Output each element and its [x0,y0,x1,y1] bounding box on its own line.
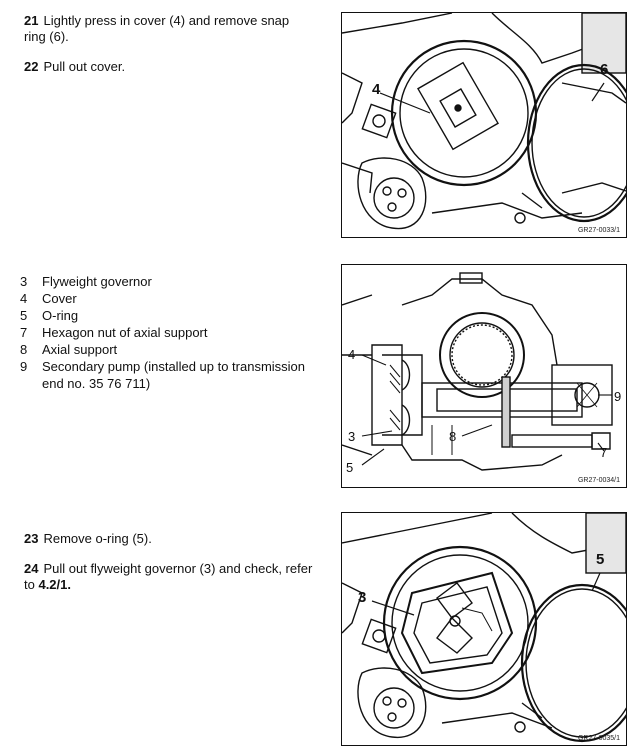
legend-list: 3 Flyweight governor 4 Cover 5 O-ring 7 Hexa… [20,273,320,392]
callout-7: 7 [600,445,608,460]
step-number: 21 [24,13,39,28]
legend-text: Secondary pump (installed up to transmis… [42,359,306,391]
step-reference: 4.2/1. [38,577,71,592]
figure-3-illustration [342,513,626,743]
callout-3: 3 [348,429,356,444]
callout-4: 4 [348,347,356,362]
callout-6: 6 [600,61,609,78]
step-text: Pull out flyweight governor (3) and chec… [24,561,313,592]
step-number: 22 [24,59,39,74]
legend-item: 8 Axial support [20,341,320,358]
step-number: 23 [24,531,39,546]
figure-1-illustration [342,13,626,230]
legend-text: Flyweight governor [42,274,152,289]
legend-item: 9 Secondary pump (installed up to transmi… [20,358,320,392]
legend-text: Axial support [42,342,118,357]
figure-remove-governor: 3 5 GR27-0035/1 [341,512,627,746]
legend-key: 3 [20,274,28,289]
figure-2-illustration [342,272,613,471]
step-text: Lightly press in cover (4) and remove sn… [24,13,290,44]
legend-item: 7 Hexagon nut of axial support [20,324,320,341]
legend-key: 5 [20,308,28,323]
legend-key: 8 [20,342,28,357]
step-text: Remove o-ring (5). [43,531,152,546]
callout-9: 9 [614,389,622,404]
figure-governor-section: 4 3 5 8 9 7 GR27-0034/1 [341,264,627,488]
callout-8: 8 [449,429,457,444]
step-22: 22 Pull out cover. [24,59,314,75]
legend-item: 5 O-ring [20,307,320,324]
figure-code: GR27-0035/1 [577,735,620,742]
legend-text: Hexagon nut of axial support [42,325,208,340]
legend-item: 4 Cover [20,290,320,307]
legend-item: 3 Flyweight governor [20,273,320,290]
callout-5: 5 [346,460,354,475]
step-text: Pull out cover. [43,59,126,74]
legend-key: 9 [20,359,28,374]
legend-key: 4 [20,291,28,306]
figure-cover-snap-ring: 4 6 GR27-0033/1 [341,12,627,238]
callout-4: 4 [372,81,381,98]
callout-3: 3 [358,589,367,606]
figure-code: GR27-0034/1 [577,477,620,484]
legend-text: O-ring [42,308,79,323]
legend-key: 7 [20,325,28,340]
callout-5: 5 [596,551,605,568]
figure-code: GR27-0033/1 [577,227,620,234]
legend-text: Cover [42,291,77,306]
step-23: 23 Remove o-ring (5). [24,531,314,547]
step-number: 24 [24,561,39,576]
